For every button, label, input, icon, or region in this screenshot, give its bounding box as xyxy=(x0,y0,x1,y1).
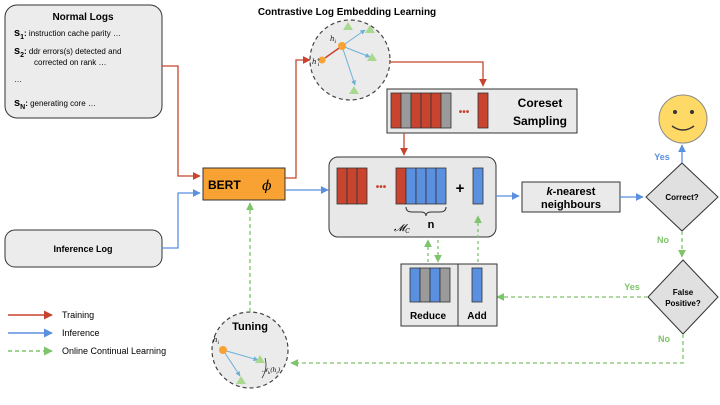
knn-label-line1: k-nearest xyxy=(547,186,596,198)
memory-n-label: n xyxy=(428,219,435,231)
coreset-label-line2: Sampling xyxy=(513,114,567,128)
embed-h-i-label: hi xyxy=(330,35,337,45)
edge-no-false-positive: No xyxy=(658,334,670,344)
reduce-vectors xyxy=(409,267,451,303)
tuning-label: Tuning xyxy=(232,321,268,333)
arrow-embedding-to-coreset xyxy=(390,61,487,87)
memory-dots: ••• xyxy=(376,182,387,193)
smiley-icon xyxy=(658,94,708,144)
legend-label-training: Training xyxy=(62,310,94,320)
arrow-logs-to-bert xyxy=(162,65,201,180)
normal-logs-heading: Normal Logs xyxy=(52,12,114,23)
bert-label: BERT xyxy=(208,178,241,192)
arrow-fp-no-to-tuning xyxy=(290,334,684,367)
embed-h-plus-label: h+i xyxy=(312,57,321,68)
tuning-circle: Tuning hi 𝒩k(hi) xyxy=(211,311,289,389)
memory-bank-symbol: 𝓜C xyxy=(394,223,410,235)
memory-bank: ••• + 𝓜C n xyxy=(328,156,497,238)
legend-label-online: Online Continual Learning xyxy=(62,346,166,356)
edge-yes-false-positive: Yes xyxy=(624,282,640,292)
coreset-vectors xyxy=(390,92,489,129)
log-entry-2-continued: corrected on rank … xyxy=(34,58,106,67)
tuning-neighbourhood-label: 𝒩k(hi) xyxy=(262,367,281,375)
log-entry-n: sN: generating core … xyxy=(14,97,96,111)
log-entry-1: s1: instruction cache parity … xyxy=(14,27,121,41)
memory-plus: + xyxy=(456,180,465,197)
add-label: Add xyxy=(467,311,486,322)
false-positive-line1: False xyxy=(673,288,694,297)
edge-no-correct: No xyxy=(657,235,669,245)
correct-label: Correct? xyxy=(665,193,698,202)
inference-log-box: Inference Log xyxy=(4,229,163,268)
coreset-dots: ••• xyxy=(459,107,470,118)
coreset-sampling-box: ••• Coreset Sampling xyxy=(386,88,578,134)
reduce-label: Reduce xyxy=(410,311,447,322)
legend: Training Inference Online Continual Lear… xyxy=(8,310,166,356)
tuning-h-i-label: hi xyxy=(213,336,220,346)
false-positive-decision: False Positive? xyxy=(647,259,719,335)
log-ellipsis: … xyxy=(14,75,22,84)
add-vector xyxy=(471,267,483,303)
normal-logs-box: Normal Logs s1: instruction cache parity… xyxy=(4,4,163,119)
diagram-title: Contrastive Log Embedding Learning xyxy=(258,7,436,18)
coreset-label-line1: Coreset xyxy=(518,96,563,110)
edge-yes-correct: Yes xyxy=(654,152,670,162)
arrow-inference-to-bert xyxy=(162,189,201,249)
log-entry-2: s2: ddr errors(s) detected and xyxy=(14,45,121,59)
knn-box: k-nearest neighbours xyxy=(521,181,621,213)
contrastive-embedding-circle: hi h+i xyxy=(309,19,391,101)
memory-update-box: Reduce Add xyxy=(400,263,498,327)
inference-log-label: Inference Log xyxy=(53,244,112,254)
memory-vectors xyxy=(336,167,484,205)
bert-phi-symbol: ϕ xyxy=(262,178,272,194)
memory-brace xyxy=(405,206,447,217)
arrow-bert-to-embedding xyxy=(285,56,311,179)
knn-label-line2: neighbours xyxy=(541,199,601,211)
bert-encoder: BERT ϕ xyxy=(202,167,286,201)
false-positive-line2: Positive? xyxy=(665,299,701,308)
correct-decision: Correct? xyxy=(645,162,719,232)
legend-label-inference: Inference xyxy=(62,328,100,338)
